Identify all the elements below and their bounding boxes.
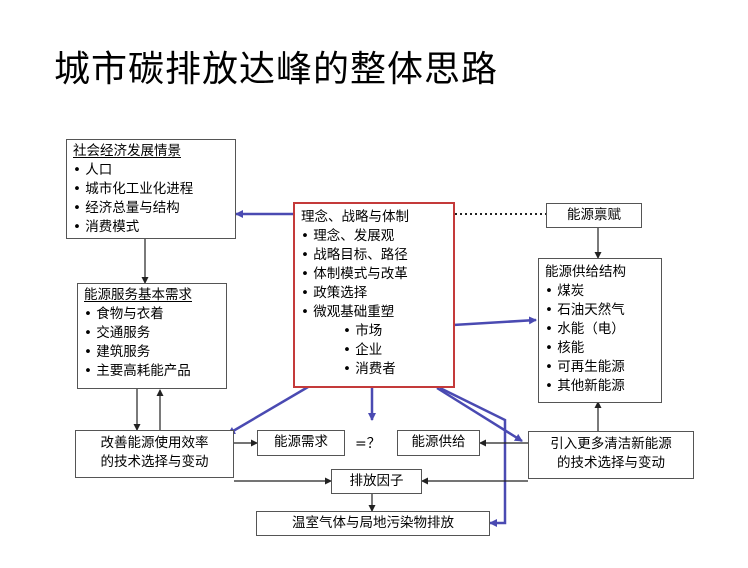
efficiency-tech-line: 改善能源使用效率 xyxy=(100,435,209,451)
energy-demand-label: 能源需求 xyxy=(274,434,328,450)
list-item: 石油天然气 xyxy=(545,301,655,320)
central-strategy-heading: 理念、战略与体制 xyxy=(301,209,409,225)
socio-economic-heading: 社会经济发展情景 xyxy=(73,143,181,159)
demand-supply-compare: =？ xyxy=(355,436,381,452)
page-title: 城市碳排放达峰的整体思路 xyxy=(54,49,499,90)
energy-service-box: 能源服务基本需求 食物与衣着 交通服务 建筑服务 主要高耗能产品 xyxy=(77,283,227,389)
list-item: 可再生能源 xyxy=(545,358,655,377)
list-item: 经济总量与结构 xyxy=(73,199,229,218)
list-item: 其他新能源 xyxy=(545,377,655,396)
list-sub-item: 市场 xyxy=(301,322,447,341)
list-item: 政策选择 xyxy=(301,284,447,303)
list-item: 人口 xyxy=(73,161,229,180)
clean-energy-tech-box: 引入更多清洁新能源 的技术选择与变动 xyxy=(528,431,694,479)
energy-endowment-box: 能源禀赋 xyxy=(546,203,642,228)
efficiency-tech-line: 的技术选择与变动 xyxy=(100,454,209,470)
list-sub-item: 企业 xyxy=(301,341,447,360)
list-item: 建筑服务 xyxy=(84,343,220,362)
list-sub-item: 消费者 xyxy=(301,360,447,379)
list-item: 理念、发展观 xyxy=(301,227,447,246)
list-item: 微观基础重塑 xyxy=(301,303,447,322)
energy-supply-label: 能源供给 xyxy=(411,434,466,450)
list-item: 水能（电） xyxy=(545,320,655,339)
list-item: 食物与衣着 xyxy=(84,305,220,324)
list-item: 消费模式 xyxy=(73,218,229,237)
list-item: 核能 xyxy=(545,339,655,358)
central-strategy-box: 理念、战略与体制 理念、发展观 战略目标、路径 体制模式与改革 政策选择 微观基… xyxy=(293,202,455,388)
list-item: 交通服务 xyxy=(84,324,220,343)
arrow-central-to-supply-structure xyxy=(452,316,537,327)
emission-factor-box: 排放因子 xyxy=(331,469,422,494)
arrow-central-to-efficiency xyxy=(227,385,309,436)
energy-supply-structure-box: 能源供给结构 煤炭 石油天然气 水能（电） 核能 可再生能源 其他新能源 xyxy=(538,258,662,403)
clean-energy-tech-line: 引入更多清洁新能源 xyxy=(550,436,672,452)
ghg-emission-label: 温室气体与局地污染物排放 xyxy=(292,515,454,531)
list-item: 主要高耗能产品 xyxy=(84,362,220,381)
socio-economic-box: 社会经济发展情景 人口 城市化工业化进程 经济总量与结构 消费模式 xyxy=(66,139,236,239)
energy-demand-box: 能源需求 xyxy=(257,430,345,456)
energy-endowment-label: 能源禀赋 xyxy=(567,207,621,223)
energy-supply-structure-heading: 能源供给结构 xyxy=(545,264,626,280)
energy-service-heading: 能源服务基本需求 xyxy=(84,287,192,303)
energy-supply-box: 能源供给 xyxy=(397,430,480,456)
ghg-emission-box: 温室气体与局地污染物排放 xyxy=(256,511,490,536)
list-item: 战略目标、路径 xyxy=(301,246,447,265)
emission-factor-label: 排放因子 xyxy=(349,473,404,489)
list-item: 体制模式与改革 xyxy=(301,265,447,284)
arrow-central-to-clean-energy xyxy=(436,386,523,443)
list-item: 煤炭 xyxy=(545,282,655,301)
clean-energy-tech-line: 的技术选择与变动 xyxy=(557,455,665,471)
list-item: 城市化工业化进程 xyxy=(73,180,229,199)
arrow-central-to-ghg xyxy=(439,386,507,527)
efficiency-tech-box: 改善能源使用效率 的技术选择与变动 xyxy=(75,430,234,478)
